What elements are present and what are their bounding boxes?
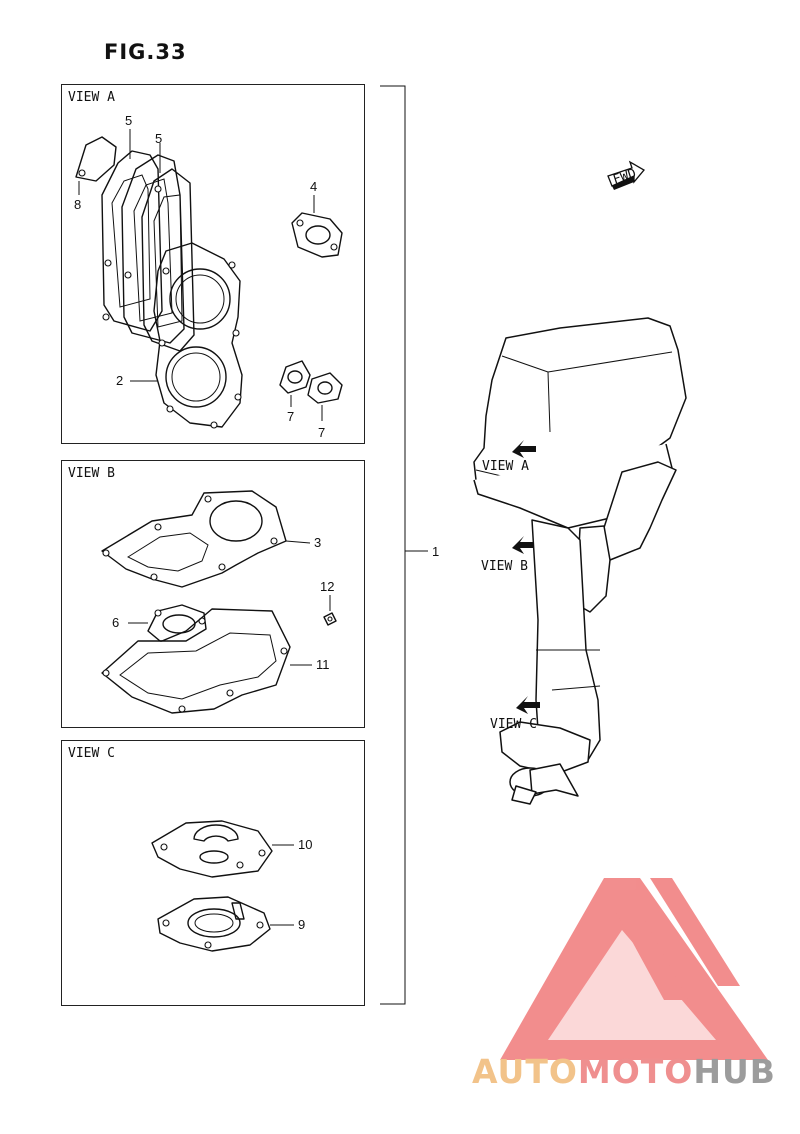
figure-title: FIG.33 xyxy=(104,40,187,64)
view-b-panel: VIEW B xyxy=(61,460,365,728)
view-c-arrow-icon xyxy=(516,696,540,714)
view-c-parts: 10 9 xyxy=(151,820,312,952)
gasket-11 xyxy=(101,608,291,714)
callout-8: 8 xyxy=(74,197,81,212)
engine-view-a-label: VIEW A xyxy=(482,459,529,474)
automotohub-wordmark: AUTOMOTOHUB xyxy=(472,1052,776,1091)
gasket-9 xyxy=(157,896,271,952)
engine-view-c-label: VIEW C xyxy=(490,717,537,732)
wordmark-hub: HUB xyxy=(693,1052,776,1091)
callout-6: 6 xyxy=(112,615,119,630)
callout-7-first: 7 xyxy=(287,409,294,424)
view-c-label: VIEW C xyxy=(68,746,115,761)
gasket-5-middle xyxy=(121,154,185,344)
callout-3: 3 xyxy=(314,535,321,550)
callout-4: 4 xyxy=(310,179,317,194)
view-a-panel: VIEW A xyxy=(61,84,365,444)
wordmark-auto: AUTO xyxy=(472,1052,578,1091)
gasket-3 xyxy=(101,490,287,588)
gasket-7-left xyxy=(279,360,311,394)
callout-10: 10 xyxy=(298,837,312,852)
cylinder-head-gasket-2 xyxy=(153,242,243,429)
callout-1: 1 xyxy=(432,544,439,559)
gasket-4 xyxy=(291,212,343,258)
view-a-label: VIEW A xyxy=(68,90,115,105)
fwd-label: FWD xyxy=(611,166,638,188)
callout-2: 2 xyxy=(116,373,123,388)
callout-5-first: 5 xyxy=(125,113,132,128)
engine-view-b-label: VIEW B xyxy=(481,559,528,574)
washer-12 xyxy=(323,612,337,626)
gasket-10 xyxy=(151,820,273,878)
gasket-7-right xyxy=(307,372,343,404)
fwd-arrow-icon: FWD xyxy=(607,160,645,190)
gasket-8 xyxy=(75,136,117,182)
kit-bracket: 1 xyxy=(380,85,439,1005)
gasket-5-front xyxy=(141,168,195,352)
view-b-parts: 3 6 11 12 xyxy=(101,490,337,714)
gasket-5-rear xyxy=(101,150,163,332)
view-b-label: VIEW B xyxy=(68,466,115,481)
callout-12: 12 xyxy=(320,579,334,594)
wordmark-moto: MOTO xyxy=(577,1052,694,1091)
automotohub-logo-mark xyxy=(500,878,768,1060)
view-a-arrow-icon xyxy=(512,440,536,458)
view-c-panel: VIEW C 10 9 xyxy=(61,740,365,1006)
callout-5-second: 5 xyxy=(155,131,162,146)
view-a-parts: 8 5 5 4 2 7 7 xyxy=(74,113,343,440)
view-b-arrow-icon xyxy=(512,536,534,554)
callout-11: 11 xyxy=(316,657,330,672)
callout-9: 9 xyxy=(298,917,305,932)
callout-7-second: 7 xyxy=(318,425,325,440)
outboard-motor xyxy=(473,317,687,805)
